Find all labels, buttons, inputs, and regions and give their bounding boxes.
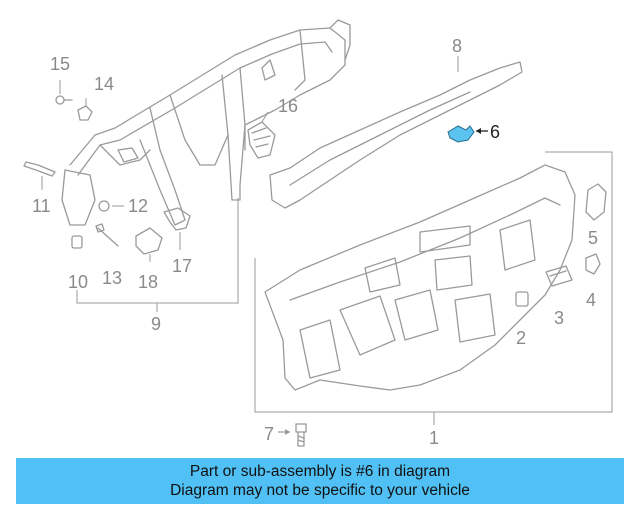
callout-1: 1 [429,428,439,448]
part-12-grommet [98,200,124,212]
part-6-highlighted [447,125,488,143]
callout-10: 10 [68,272,88,292]
callout-15: 15 [50,54,70,74]
part-13-bolt [95,223,119,247]
callout-16: 16 [278,96,298,116]
callout-11: 11 [32,196,51,216]
part-11-clip [23,161,56,190]
callout-18: 18 [138,272,158,292]
callout-2: 2 [516,328,526,348]
callout-3: 3 [554,308,564,328]
banner-line-1: Part or sub-assembly is #6 in diagram [189,463,451,480]
banner-line-2: Diagram may not be specific to your vehi… [170,482,470,499]
parts-diagram: 15 14 16 8 6 11 12 10 13 18 17 9 5 4 3 2… [23,19,613,448]
part-3-vent [545,265,573,287]
group-bracket-9 [76,198,239,312]
part-5-bracket [585,183,607,221]
part-info-banner: Part or sub-assembly is #6 in diagram Di… [16,458,624,504]
callout-17: 17 [172,256,192,276]
callout-9: 9 [151,314,161,334]
part-10-clip [71,235,83,249]
callout-8: 8 [452,36,462,56]
callout-5: 5 [588,228,598,248]
part-18-bracket [135,227,163,262]
part-1-instrument-panel [264,164,576,391]
instrument-panel-box [254,151,613,425]
callout-12: 12 [128,196,148,216]
callout-7: 7 [264,424,274,444]
part-16-filter [247,111,276,159]
part-17-bracket [163,207,191,250]
part-4-clip [585,253,601,275]
part-2-switch [515,291,529,307]
part-14-nut [77,98,93,121]
callout-6: 6 [490,122,500,142]
part-15-bolt [55,80,73,105]
callout-13: 13 [102,268,122,288]
callout-14: 14 [94,74,114,94]
cross-car-beam [61,19,351,226]
part-7-bolt [278,423,307,447]
part-8-panel [269,56,523,209]
callout-4: 4 [586,290,596,310]
